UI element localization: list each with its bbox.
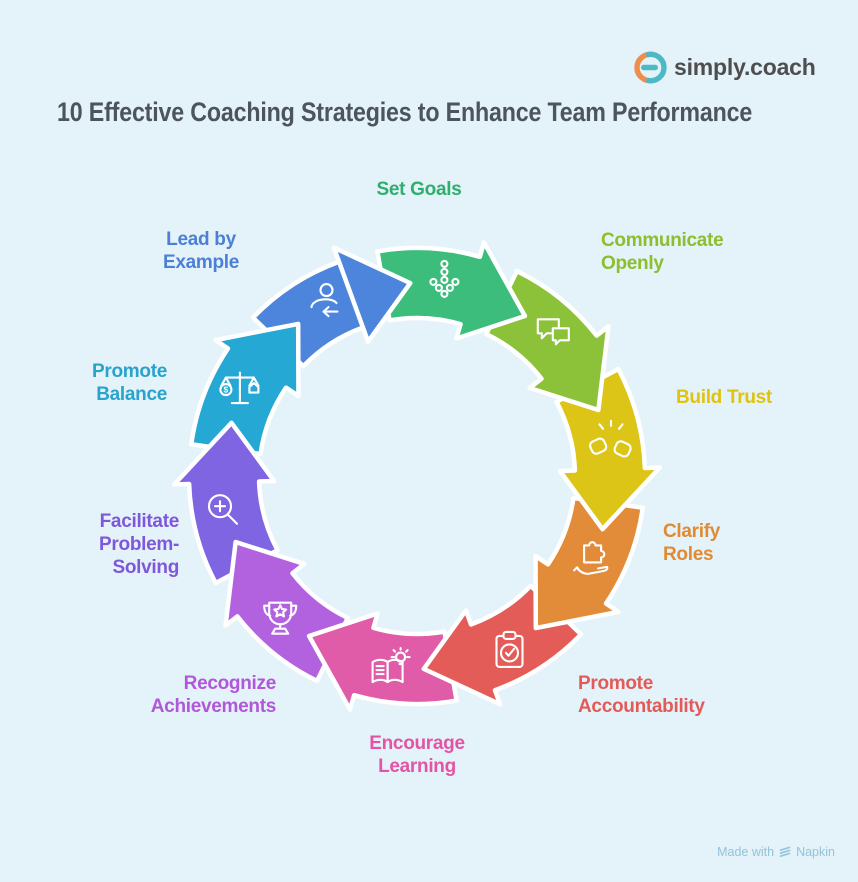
segment-label-line: Learning xyxy=(378,756,456,777)
segment-label-line: Solving xyxy=(112,557,179,578)
book-bulb-icon xyxy=(371,647,411,684)
trophy-icon xyxy=(263,601,298,635)
segment-label-line: Clarify xyxy=(663,521,721,542)
brand-logo-text: simply.coach xyxy=(674,54,816,80)
segment-label-line: Encourage xyxy=(369,733,465,754)
magnifier-plus-icon xyxy=(207,494,239,525)
segment-label-line: Problem- xyxy=(99,534,179,555)
segment-label-set-goals: Set Goals xyxy=(309,178,529,201)
segment-label-line: Facilitate xyxy=(99,511,180,532)
segment-label-line: Recognize xyxy=(183,673,277,694)
person-arrow-icon xyxy=(310,283,339,318)
segment-label-line: Balance xyxy=(96,384,167,405)
watermark-brand: Napkin xyxy=(796,845,835,859)
balance-scale-icon: $ xyxy=(219,371,260,405)
segment-build-trust xyxy=(554,366,663,532)
segment-promote-balance xyxy=(188,321,301,457)
segment-label-line: Openly xyxy=(601,253,664,274)
fist-bump-icon xyxy=(589,419,632,458)
watermark-prefix: Made with xyxy=(717,845,775,859)
segment-label-line: Set Goals xyxy=(376,179,462,200)
goal-dots-icon xyxy=(429,259,460,298)
segment-label-line: Lead by xyxy=(166,229,236,250)
segment-encourage-learning xyxy=(306,611,459,712)
segment-label-line: Achievements xyxy=(150,696,277,717)
segment-label-line: Example xyxy=(162,252,240,273)
segment-lead-by-example-head xyxy=(331,245,413,344)
svg-text:$: $ xyxy=(224,385,229,395)
segment-label-line: Accountability xyxy=(578,696,705,717)
segment-label-line: Build Trust xyxy=(676,387,772,408)
chat-bubbles-icon xyxy=(536,318,570,346)
napkin-logo-icon xyxy=(779,846,791,857)
segment-label-line: Promote xyxy=(578,673,653,694)
segment-label-build-trust: Build Trust xyxy=(676,386,772,409)
brand-logo: simply.coach xyxy=(634,51,816,84)
segment-label-line: Roles xyxy=(663,544,714,565)
page-title: 10 Effective Coaching Strategies to Enha… xyxy=(57,97,753,127)
puzzle-hand-icon xyxy=(573,541,609,575)
simply-coach-logo-icon xyxy=(634,51,667,84)
segment-facilitate-problem-solving xyxy=(171,420,280,586)
segment-label-line: Promote xyxy=(92,361,167,382)
clipboard-check-icon xyxy=(495,630,524,668)
napkin-watermark: Made with Napkin xyxy=(717,845,835,859)
segment-label-line: Communicate xyxy=(601,230,724,251)
